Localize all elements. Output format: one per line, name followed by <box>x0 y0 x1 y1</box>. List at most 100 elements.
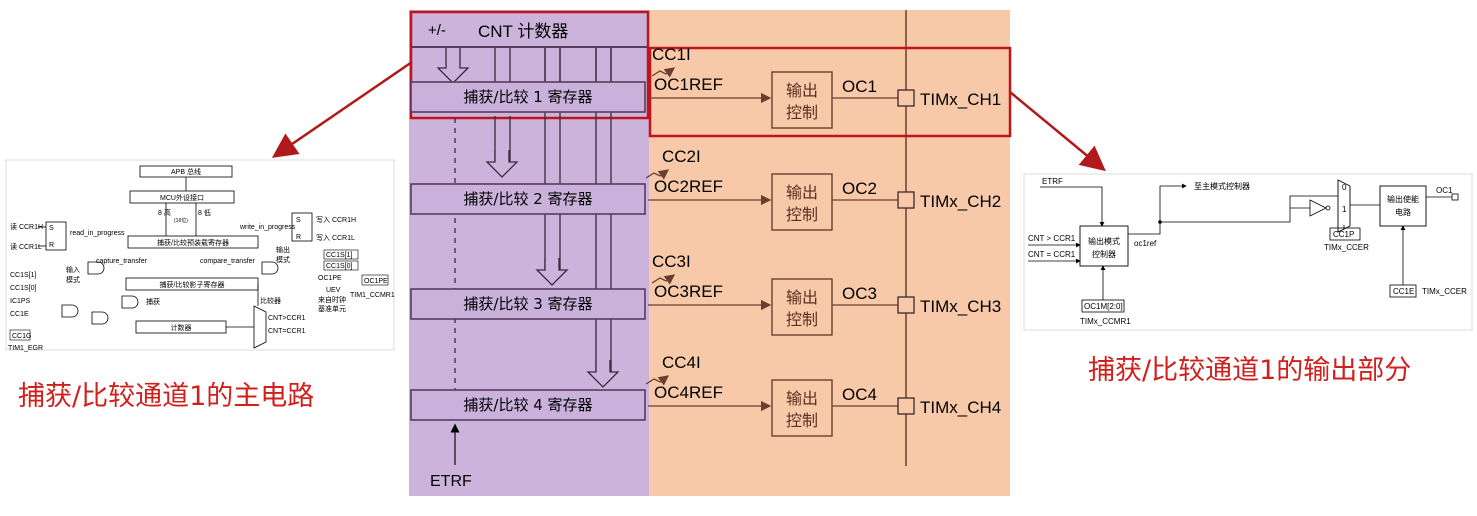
capture-input-label: CC3I <box>652 252 691 271</box>
output-mode-2: 模式 <box>276 255 290 264</box>
highlight-cnt-box <box>409 10 650 120</box>
right-callout-arrow <box>1009 91 1106 172</box>
plus-minus-label: +/- <box>428 22 446 39</box>
oc1ref-label: oc1ref <box>1134 239 1157 248</box>
low-label: 8 低 <box>198 208 211 217</box>
output-label: OC4 <box>842 385 877 404</box>
mode-ctrl-2: 控制器 <box>1092 249 1116 259</box>
preload-register: 捕获/比较预装载寄存器 <box>157 238 229 247</box>
ref-label: OC3REF <box>654 282 723 301</box>
read-ccr1l: 读 CCR1L <box>10 242 42 251</box>
cc1s0-right: CC1S[0] <box>326 263 353 270</box>
uev-note-2: 基准单元 <box>318 304 346 313</box>
cc1e-box: CC1E <box>1393 287 1414 296</box>
peach-region <box>649 10 1010 496</box>
cc1g-label: CC1G <box>12 333 31 340</box>
output-control-2: 控制 <box>786 311 818 329</box>
register-box <box>410 183 646 215</box>
cc1s1-right: CC1S[1] <box>326 252 353 259</box>
output-control-box <box>771 71 833 129</box>
pin-label: TIMx_CH1 <box>920 90 1001 109</box>
etrf-label: ETRF <box>430 473 472 490</box>
apb-bus-label: APB 总线 <box>171 167 201 176</box>
output-control-1: 输出 <box>786 184 818 202</box>
pin-label: TIMx_CH3 <box>920 297 1001 316</box>
compare-transfer: compare_transfer <box>200 258 256 265</box>
pin-label: TIMx_CH2 <box>920 192 1001 211</box>
uev-note-1: 来自时钟 <box>318 295 346 304</box>
register-label: 捕获/比较 1 寄存器 <box>463 88 592 106</box>
output-label: OC2 <box>842 179 877 198</box>
output-label: OC3 <box>842 284 877 303</box>
ic1ps-label: IC1PS <box>10 298 31 305</box>
ref-label: OC1REF <box>654 75 723 94</box>
pin-square <box>897 89 915 107</box>
capture-input-label: CC2I <box>662 147 701 166</box>
oc1pe-label: OC1PE <box>318 275 342 282</box>
right-caption: 捕获/比较通道1的输出部分 <box>1088 355 1411 386</box>
register-label: 捕获/比较 2 寄存器 <box>463 190 592 208</box>
pin-square <box>897 191 915 209</box>
cnt-eq-right: CNT = CCR1 <box>1028 250 1076 259</box>
tim-ccmr1: TIMx_CCMR1 <box>1080 317 1131 326</box>
read-in-progress: read_in_progress <box>70 230 125 237</box>
tim1-ccmr1: TIM1_CCMR1 <box>350 292 395 299</box>
tim-ccer: TIMx_CCER <box>1324 243 1369 252</box>
output-control-2: 控制 <box>786 412 818 430</box>
cc1s0-left: CC1S[0] <box>10 285 37 292</box>
output-mode-1: 输出 <box>276 245 290 254</box>
right-output-diagram: ETRF 输出模式 控制器 CNT > CCR1 CNT = CCR1 OC1M… <box>1023 173 1473 331</box>
sr-s-left: S <box>49 225 54 232</box>
register-box <box>410 389 646 421</box>
capture-input-label: CC4I <box>662 353 701 372</box>
cc1e-label: CC1E <box>10 311 29 318</box>
write-ccr1l: 写入 CCR1L <box>316 234 355 242</box>
output-control-1: 输出 <box>786 390 818 408</box>
ref-label: OC4REF <box>654 383 723 402</box>
pin-square <box>897 397 915 415</box>
input-mode-1: 输入 <box>66 265 80 274</box>
sr-r-left: R <box>49 242 54 249</box>
mux-1: 1 <box>1342 205 1347 214</box>
output-control-box <box>771 278 833 336</box>
register-label: 捕获/比较 3 寄存器 <box>463 295 592 313</box>
register-label: 捕获/比较 4 寄存器 <box>463 396 592 414</box>
comparator-label: 比较器 <box>260 296 281 305</box>
counter-label: 计数器 <box>171 323 192 332</box>
enable-2: 电路 <box>1395 207 1411 217</box>
register-box <box>410 81 646 113</box>
input-mode-2: 模式 <box>66 275 80 284</box>
oc1pe-box: OC1PE <box>364 278 388 285</box>
sr-s-right: S <box>296 217 301 224</box>
oc1m-box: OC1M[2:0] <box>1084 302 1123 311</box>
capture-input-label: CC1I <box>652 45 691 64</box>
to-master-label: 至主模式控制器 <box>1194 181 1250 191</box>
cnt-gt-left: CNT>CCR1 <box>268 315 306 322</box>
output-control-2: 控制 <box>786 104 818 122</box>
left-caption: 捕获/比较通道1的主电路 <box>18 381 314 412</box>
output-control-box <box>771 379 833 437</box>
uev-label: UEV <box>326 287 341 294</box>
output-control-box <box>771 173 833 231</box>
output-label: OC1 <box>842 77 877 96</box>
tim-ccer-2: TIMx_CCER <box>1422 287 1467 296</box>
cnt-gt-right: CNT > CCR1 <box>1028 234 1076 243</box>
read-ccr1h: 读 CCR1H <box>10 222 43 231</box>
left-circuit-diagram: APB 总线 MCU外设接口 8 高 8 低 (16位) 读 CCR1H 读 C… <box>5 159 395 352</box>
capture-label: 捕获 <box>146 297 160 306</box>
cnt-counter-label: CNT 计数器 <box>478 22 568 41</box>
register-box <box>410 288 646 320</box>
mcu-interface-label: MCU外设接口 <box>160 193 204 202</box>
cc1p-box: CC1P <box>1333 230 1354 239</box>
tim1-egr: TIM1_EGR <box>8 345 43 352</box>
oc1-right: OC1 <box>1436 186 1453 195</box>
pin-label: TIMx_CH4 <box>920 398 1001 417</box>
capture-transfer: capture_transfer <box>96 258 148 265</box>
mode-ctrl-1: 输出模式 <box>1088 236 1120 246</box>
output-control-1: 输出 <box>786 289 818 307</box>
